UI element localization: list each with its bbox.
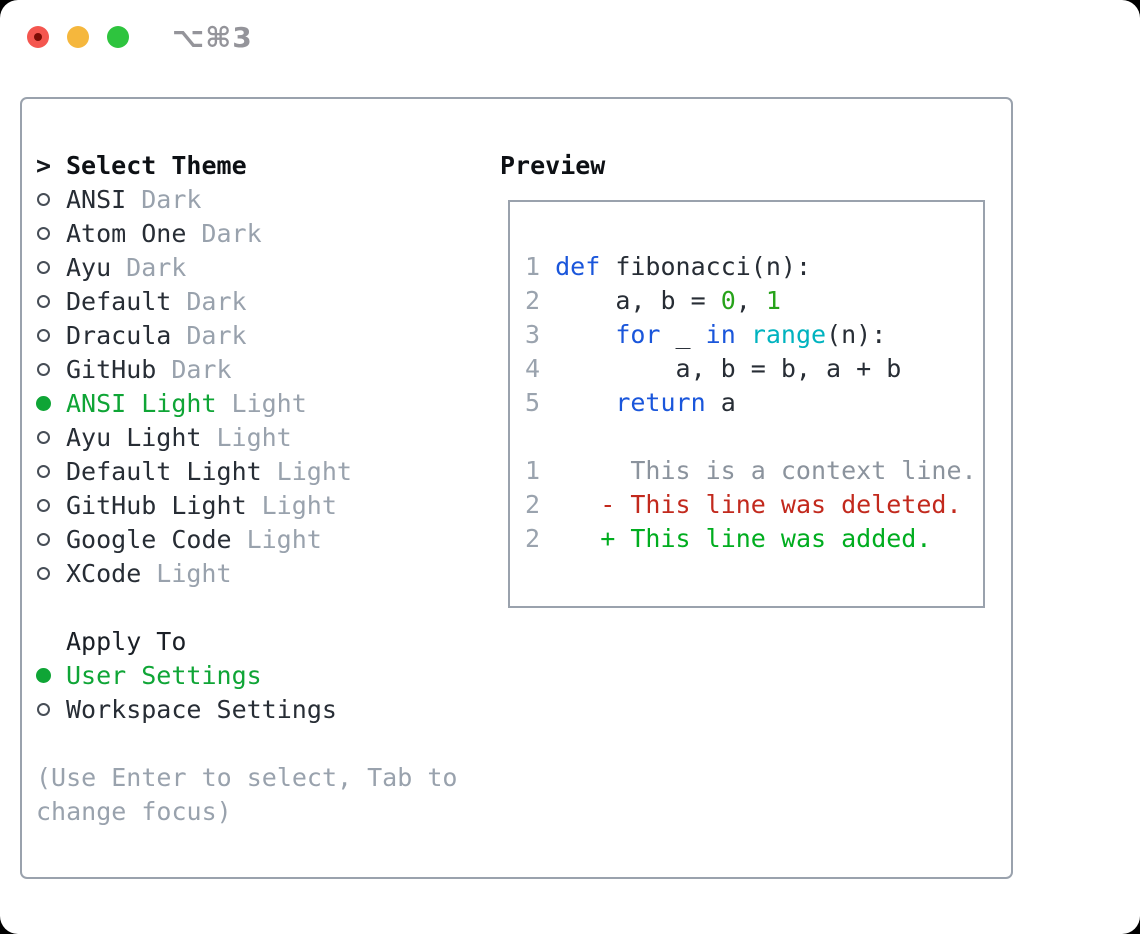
code-line: 1 def fibonacci(n): xyxy=(525,252,811,281)
option-label: GitHub xyxy=(66,354,157,384)
radio-icon[interactable] xyxy=(37,192,50,206)
theme-variant-label: Light xyxy=(231,388,307,418)
option-label: Default Light xyxy=(66,456,262,486)
close-button[interactable] xyxy=(27,26,49,48)
theme-option-dracula[interactable]: Dracula Dark xyxy=(36,318,457,352)
theme-variant-label: Light xyxy=(261,490,337,520)
option-label: Atom One xyxy=(66,218,187,248)
theme-variant-label: Dark xyxy=(186,320,247,350)
zoom-button[interactable] xyxy=(107,26,129,48)
theme-variant-label: Light xyxy=(156,558,232,588)
option-label: Dracula xyxy=(66,320,172,350)
option-label: GitHub Light xyxy=(66,490,247,520)
option-label: Ayu Light xyxy=(66,422,202,452)
close-dot-icon xyxy=(34,33,42,41)
help-text: (Use Enter to select, Tab to change focus… xyxy=(36,760,457,828)
apply-option-workspace-settings[interactable]: Workspace Settings xyxy=(36,692,457,726)
code-line: 5 return a xyxy=(525,388,736,417)
panel-title: Select Theme xyxy=(66,150,247,180)
theme-option-ansi[interactable]: ANSI Dark xyxy=(36,182,457,216)
select-theme-header: > Select Theme xyxy=(36,148,457,182)
theme-option-github[interactable]: GitHub Dark xyxy=(36,352,457,386)
theme-option-ayu-light[interactable]: Ayu Light Light xyxy=(36,420,457,454)
radio-icon[interactable] xyxy=(37,532,50,546)
prompt-indicator: > xyxy=(36,150,52,180)
code-line: 4 a, b = b, a + b xyxy=(525,354,902,383)
theme-option-xcode[interactable]: XCode Light xyxy=(36,556,457,590)
apply-to-header: Apply To xyxy=(66,626,187,656)
apply-option-user-settings[interactable]: User Settings xyxy=(36,658,457,692)
traffic-lights xyxy=(27,26,147,48)
theme-option-atom-one[interactable]: Atom One Dark xyxy=(36,216,457,250)
code-line: 3 for _ in range(n): xyxy=(525,320,887,349)
theme-option-ansi-light[interactable]: ANSI Light Light xyxy=(36,386,457,420)
code-line: 2 a, b = 0, 1 xyxy=(525,286,781,315)
code-line: 1 This is a context line. xyxy=(525,456,977,485)
code-line: 2 - This line was deleted. xyxy=(525,490,962,519)
theme-option-default-light[interactable]: Default Light Light xyxy=(36,454,457,488)
option-label: ANSI xyxy=(66,184,127,214)
theme-option-google-code[interactable]: Google Code Light xyxy=(36,522,457,556)
help-text-line: change focus) xyxy=(36,796,232,826)
window-shortcut-label: ⌥⌘3 xyxy=(172,21,253,54)
radio-selected-icon[interactable] xyxy=(36,667,51,683)
option-label: User Settings xyxy=(66,660,262,690)
help-text-line: (Use Enter to select, Tab to xyxy=(36,762,458,792)
radio-icon[interactable] xyxy=(37,294,50,308)
radio-icon[interactable] xyxy=(37,430,50,444)
radio-icon[interactable] xyxy=(37,566,50,580)
spacer xyxy=(36,590,457,624)
spacer xyxy=(36,726,457,760)
radio-icon[interactable] xyxy=(37,226,50,240)
option-label: Default xyxy=(66,286,172,316)
theme-variant-label: Dark xyxy=(141,184,202,214)
theme-option-default[interactable]: Default Dark xyxy=(36,284,457,318)
radio-icon[interactable] xyxy=(37,702,50,716)
code-line: 2 + This line was added. xyxy=(525,524,932,553)
preview-code: 1 def fibonacci(n): 2 a, b = 0, 1 3 for _ … xyxy=(510,202,983,556)
theme-variant-label: Light xyxy=(216,422,292,452)
radio-selected-icon[interactable] xyxy=(36,395,51,411)
theme-variant-label: Dark xyxy=(171,354,232,384)
radio-icon[interactable] xyxy=(37,498,50,512)
theme-variant-label: Dark xyxy=(186,286,247,316)
preview-box: 1 def fibonacci(n): 2 a, b = 0, 1 3 for _ … xyxy=(508,200,985,608)
option-label: Ayu xyxy=(66,252,112,282)
radio-icon[interactable] xyxy=(37,464,50,478)
code-line xyxy=(525,420,983,454)
option-label: Workspace Settings xyxy=(66,694,337,724)
option-label: Google Code xyxy=(66,524,232,554)
theme-variant-label: Light xyxy=(276,456,352,486)
minimize-button[interactable] xyxy=(67,26,89,48)
apply-to-header-row: Apply To xyxy=(36,624,457,658)
option-label: ANSI Light xyxy=(66,388,217,418)
theme-variant-label: Light xyxy=(246,524,322,554)
radio-icon[interactable] xyxy=(37,362,50,376)
theme-option-ayu[interactable]: Ayu Dark xyxy=(36,250,457,284)
theme-variant-label: Dark xyxy=(126,252,187,282)
preview-title: Preview xyxy=(500,150,606,180)
theme-option-github-light[interactable]: GitHub Light Light xyxy=(36,488,457,522)
radio-icon[interactable] xyxy=(37,328,50,342)
option-label: XCode xyxy=(66,558,142,588)
radio-icon[interactable] xyxy=(37,260,50,274)
theme-variant-label: Dark xyxy=(201,218,262,248)
